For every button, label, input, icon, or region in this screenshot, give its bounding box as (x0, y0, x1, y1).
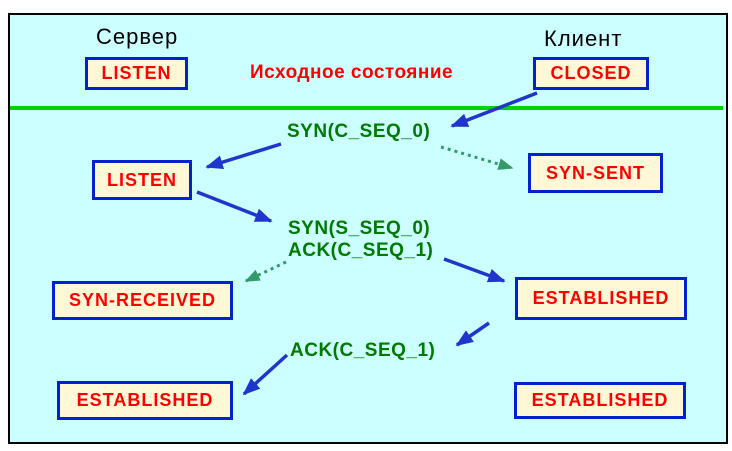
message-ack-client: ACK(C_SEQ_1) (290, 340, 436, 361)
message-syn-client: SYN(C_SEQ_0) (287, 121, 431, 142)
server-column-label: Сервер (96, 24, 179, 49)
state-box-client-established: ESTABLISHED (515, 277, 687, 320)
state-box-server-syn-received: SYN-RECEIVED (52, 281, 233, 320)
state-box-server-established: ESTABLISHED (57, 381, 233, 420)
initial-state-divider-line (10, 106, 723, 110)
state-box-client-closed: CLOSED (533, 57, 649, 90)
state-box-client-established-final: ESTABLISHED (514, 382, 686, 419)
message-syn-server: SYN(S_SEQ_0) (288, 218, 431, 239)
message-ack-server: ACK(C_SEQ_1) (288, 240, 434, 261)
state-box-server-listen: LISTEN (92, 160, 192, 200)
state-box-client-syn-sent: SYN-SENT (528, 153, 663, 193)
initial-state-label: Исходное состояние (250, 62, 454, 83)
client-column-label: Клиент (544, 26, 623, 51)
state-box-server-listen-initial: LISTEN (85, 57, 188, 90)
